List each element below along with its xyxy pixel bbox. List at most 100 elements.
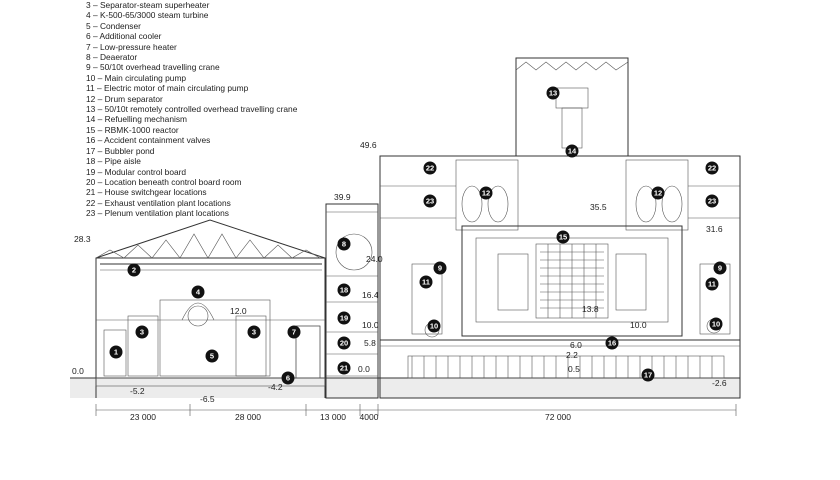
callout-bubble — [205, 349, 219, 363]
callout-bubble — [556, 230, 570, 244]
legend-item: 21 – House switchgear locations — [86, 187, 207, 198]
reactor-building — [379, 57, 741, 399]
callout-number: 3 — [252, 328, 256, 337]
callout-number: 16 — [608, 339, 616, 348]
callout-number: 9 — [438, 264, 442, 273]
turbine-hall — [95, 219, 326, 398]
dimension-label: 28 000 — [235, 412, 261, 422]
callout-number: 6 — [286, 374, 290, 383]
callout-bubble — [713, 261, 727, 275]
callout-number: 12 — [654, 189, 662, 198]
callout-number: 10 — [712, 320, 720, 329]
elevation-label: -5.2 — [130, 386, 145, 396]
callout-bubble — [479, 186, 493, 200]
callout-number: 12 — [482, 189, 490, 198]
callout-marker-9: 9 — [713, 261, 727, 275]
legend-item: 20 – Location beneath control board room — [86, 176, 242, 187]
ground — [70, 377, 740, 398]
legend-item: 13 – 50/10t remotely controlled overhead… — [86, 104, 298, 115]
callout-bubble — [337, 283, 351, 297]
callout-bubble — [651, 186, 665, 200]
callout-number: 10 — [430, 322, 438, 331]
legend-item: 19 – Modular control board — [86, 166, 187, 177]
legend-item: 22 – Exhaust ventilation plant locations — [86, 197, 231, 208]
callout-marker-16: 16 — [605, 336, 619, 350]
legend-item: 14 – Refuelling mechanism — [86, 114, 188, 125]
legend-item: 12 – Drum separator — [86, 93, 163, 104]
callout-bubble — [423, 194, 437, 208]
callout-marker-15: 15 — [556, 230, 570, 244]
legend-item: 11 – Electric motor of main circulating … — [86, 83, 249, 94]
callout-marker-11: 11 — [705, 277, 719, 291]
callout-marker-10: 10 — [709, 317, 723, 331]
dimension-label: 4000 — [360, 412, 379, 422]
callout-number: 5 — [210, 352, 214, 361]
callout-bubble — [427, 319, 441, 333]
callout-marker-19: 19 — [337, 311, 351, 325]
callout-number: 22 — [708, 164, 716, 173]
callout-marker-20: 20 — [337, 336, 351, 350]
elevation-label: -4.2 — [268, 382, 283, 392]
callout-bubble — [109, 345, 123, 359]
callout-number: 22 — [426, 164, 434, 173]
callout-marker-23: 23 — [705, 194, 719, 208]
elevation-label: 0.5 — [568, 364, 580, 374]
legend-item: 3 – Separator-steam superheater — [86, 0, 210, 10]
callout-bubble — [287, 325, 301, 339]
callout-marker-22: 22 — [423, 161, 437, 175]
dimension-label: 72 000 — [545, 412, 571, 422]
legend-item: 4 – K-500-65/3000 steam turbine — [86, 10, 209, 21]
callout-bubble — [337, 311, 351, 325]
callout-marker-1: 1 — [109, 345, 123, 359]
callout-marker-18: 18 — [337, 283, 351, 297]
callout-bubble — [135, 325, 149, 339]
elevation-label: 10.0 — [630, 320, 647, 330]
callout-number: 13 — [549, 89, 557, 98]
callout-marker-7: 7 — [287, 325, 301, 339]
callout-marker-9: 9 — [433, 261, 447, 275]
callout-number: 18 — [340, 286, 348, 295]
callout-bubble — [705, 161, 719, 175]
callout-marker-2: 2 — [127, 263, 141, 277]
callout-marker-3: 3 — [135, 325, 149, 339]
callout-marker-8: 8 — [337, 237, 351, 251]
callout-marker-6: 6 — [281, 371, 295, 385]
dimension-label: 23 000 — [130, 412, 156, 422]
callout-number: 21 — [340, 364, 348, 373]
callout-marker-3: 3 — [247, 325, 261, 339]
callout-number: 8 — [342, 240, 346, 249]
callout-bubble — [705, 277, 719, 291]
callout-number: 23 — [426, 197, 434, 206]
callout-marker-21: 21 — [337, 361, 351, 375]
callout-bubble — [337, 336, 351, 350]
callout-marker-10: 10 — [427, 319, 441, 333]
callout-bubble — [433, 261, 447, 275]
legend-item: 16 – Accident containment valves — [86, 135, 211, 146]
callout-marker-13: 13 — [546, 86, 560, 100]
callout-number: 23 — [708, 197, 716, 206]
callout-bubble — [419, 275, 433, 289]
elevation-label: 2.2 — [566, 350, 578, 360]
elevation-label: -6.5 — [200, 394, 215, 404]
callout-number: 2 — [132, 266, 136, 275]
callout-number: 15 — [559, 233, 567, 242]
elevation-label: 35.5 — [590, 202, 607, 212]
callout-bubble — [641, 368, 655, 382]
callout-marker-4: 4 — [191, 285, 205, 299]
callout-number: 11 — [422, 278, 430, 287]
callout-marker-17: 17 — [641, 368, 655, 382]
dimension-label: 13 000 — [320, 412, 346, 422]
elevation-label: 24.0 — [366, 254, 383, 264]
callout-marker-12: 12 — [651, 186, 665, 200]
legend-item: 17 – Bubbler pond — [86, 145, 155, 156]
elevation-label: 0.0 — [358, 364, 370, 374]
elevation-label: 6.0 — [570, 340, 582, 350]
callout-bubble — [337, 361, 351, 375]
callout-marker-11: 11 — [419, 275, 433, 289]
elevation-label: 28.3 — [74, 234, 91, 244]
callout-marker-12: 12 — [479, 186, 493, 200]
callout-number: 3 — [140, 328, 144, 337]
callout-bubble — [705, 194, 719, 208]
callout-bubble — [423, 161, 437, 175]
